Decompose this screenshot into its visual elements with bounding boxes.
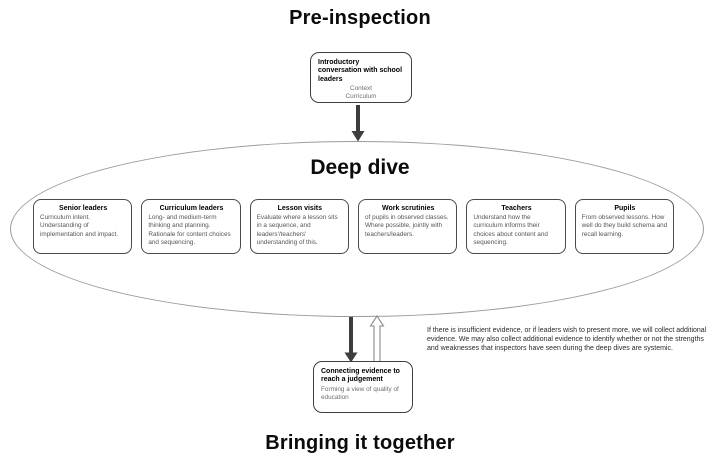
intro-box-context-line: Context [349,85,373,93]
down-arrow-icon [344,317,358,363]
up-arrow-icon [369,315,385,363]
curriculum-leaders-box: Curriculum leaders Long- and medium-term… [141,199,241,254]
connecting-evidence-box-body: Forming a view of quality of education [321,385,399,401]
senior-leaders-box: Senior leaders Curriculum intent. Unders… [33,199,133,254]
curriculum-leaders-box-body: Long- and medium-term thinking and plann… [148,214,231,246]
intro-box-curriculum-line: Curriculum [345,93,377,101]
pupils-box-title: Pupils [614,205,636,212]
work-scrutinies-box-title: Work scrutinies [381,205,435,212]
work-scrutinies-box-body: of pupils in observed classes. Where pos… [365,214,449,238]
lesson-visits-box-body: Evaluate where a lesson sits in a sequen… [256,214,338,246]
pupils-box-body: From observed lessons. How well do they … [581,214,668,238]
pupils-box: Pupils From observed lessons. How well d… [574,199,674,254]
pre-inspection-title: Pre-inspection [289,7,431,29]
teachers-box-title: Teachers [501,205,532,212]
lesson-visits-box: Lesson visits Evaluate where a lesson si… [249,199,349,254]
introductory-conversation-box-title: Introductory conversation with school le… [318,59,403,83]
connecting-evidence-box-title: Connecting evidence to reach a judgement [321,368,400,384]
connecting-evidence-box: Connecting evidence to reach a judgement… [313,361,413,413]
teachers-box: Teachers Understand how the curriculum i… [466,199,566,254]
bringing-it-together-title: Bringing it together [265,432,455,454]
curriculum-leaders-box-title: Curriculum leaders [159,205,224,212]
deep-dive-title: Deep dive [310,156,410,179]
introductory-conversation-box: Introductory conversation with school le… [310,52,412,103]
lesson-visits-box-title: Lesson visits [277,205,322,212]
additional-evidence-note: If there is insufficient evidence, or if… [427,327,707,353]
senior-leaders-box-title: Senior leaders [59,205,108,212]
work-scrutinies-box: Work scrutinies of pupils in observed cl… [358,199,458,254]
teachers-box-body: Understand how the curriculum informs th… [473,214,548,246]
down-arrow-icon [351,105,365,142]
senior-leaders-box-body: Curriculum intent. Understanding of impl… [40,214,119,238]
deep-dive-boxes-row: Senior leaders Curriculum intent. Unders… [33,199,674,254]
